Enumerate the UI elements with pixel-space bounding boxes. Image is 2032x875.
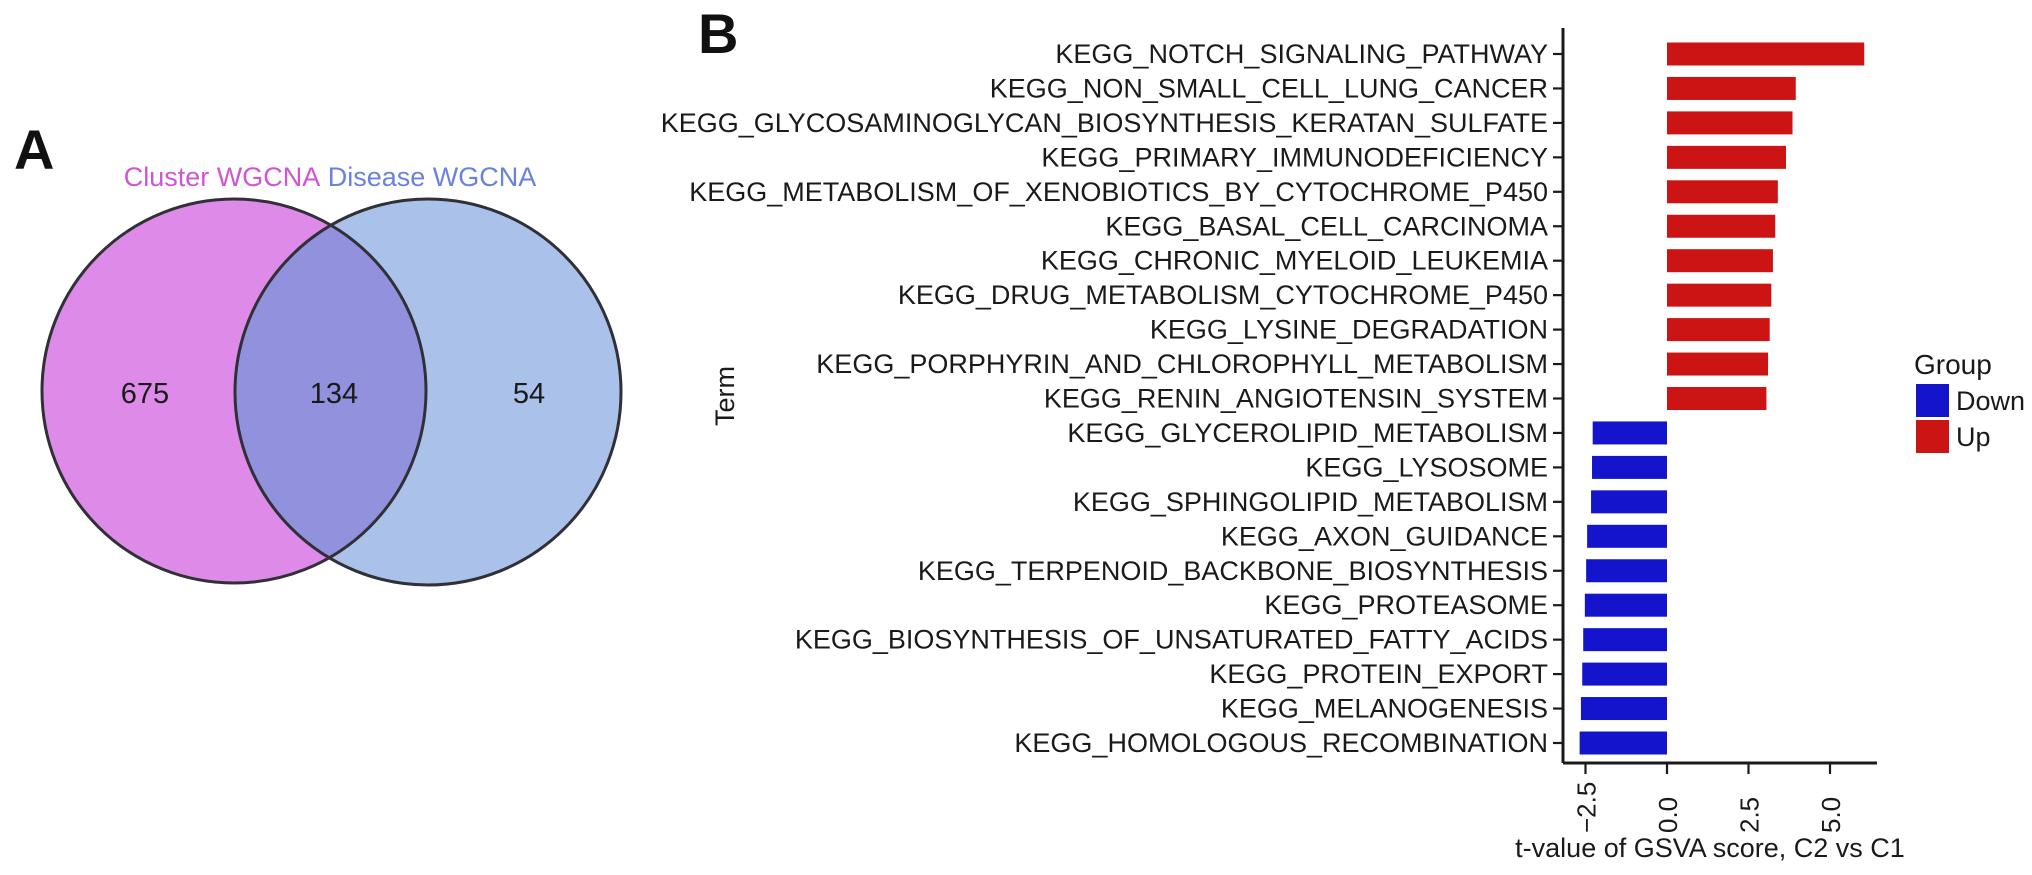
bar-kegg_melanogenesis — [1580, 697, 1667, 721]
panel-a-label: A — [14, 118, 55, 181]
bar-kegg_lysosome — [1592, 455, 1667, 479]
panel-b-label: B — [698, 2, 739, 65]
x-tick-label: 5.0 — [1816, 797, 1846, 833]
category-label: KEGG_NOTCH_SIGNALING_PATHWAY — [1055, 39, 1548, 69]
bar-kegg_drug_metabolism_cytochrome_p450 — [1667, 283, 1772, 307]
legend-title: Group — [1914, 349, 1992, 380]
bar-kegg_primary_immunodeficiency — [1667, 145, 1786, 169]
bar-kegg_chronic_myeloid_leukemia — [1667, 249, 1773, 273]
venn-left-outline — [40, 197, 428, 585]
bar-kegg_protein_export — [1582, 662, 1667, 686]
bar-kegg_axon_guidance — [1587, 524, 1667, 548]
category-label: KEGG_SPHINGOLIPID_METABOLISM — [1073, 487, 1548, 517]
bar-kegg_sphingolipid_metabolism — [1591, 490, 1667, 514]
category-label: KEGG_GLYCEROLIPID_METABOLISM — [1067, 418, 1548, 448]
bar-kegg_terpenoid_backbone_biosynthesis — [1586, 559, 1667, 583]
bar-kegg_metabolism_of_xenobiotics_by_cytochrome_p450 — [1667, 180, 1778, 204]
x-tick-label: −2.5 — [1572, 782, 1602, 833]
category-label: KEGG_PROTEIN_EXPORT — [1209, 659, 1548, 689]
venn-left-set-label: Cluster WGCNA — [124, 162, 321, 192]
category-label: KEGG_BASAL_CELL_CARCINOMA — [1105, 211, 1548, 241]
venn-right-set-label: Disease WGCNA — [328, 162, 537, 192]
category-label: KEGG_LYSOSOME — [1305, 452, 1548, 482]
legend-swatch-down — [1916, 384, 1949, 417]
category-label: KEGG_METABOLISM_OF_XENOBIOTICS_BY_CYTOCH… — [689, 177, 1548, 207]
bar-kegg_non_small_cell_lung_cancer — [1667, 76, 1796, 100]
venn-overlap-region — [234, 225, 427, 558]
category-label: KEGG_PROTEASOME — [1264, 590, 1548, 620]
category-label: KEGG_RENIN_ANGIOTENSIN_SYSTEM — [1044, 384, 1548, 414]
x-tick-label: 2.5 — [1735, 797, 1765, 833]
bar-kegg_homologous_recombination — [1579, 731, 1667, 755]
x-tick-label: 0.0 — [1653, 797, 1683, 833]
category-label: KEGG_BIOSYNTHESIS_OF_UNSATURATED_FATTY_A… — [795, 625, 1548, 655]
y-axis-title: Term — [710, 366, 740, 426]
venn-right-count: 54 — [513, 378, 545, 410]
category-label: KEGG_NON_SMALL_CELL_LUNG_CANCER — [990, 73, 1548, 103]
category-label: KEGG_DRUG_METABOLISM_CYTOCHROME_P450 — [898, 280, 1548, 310]
category-label: KEGG_GLYCOSAMINOGLYCAN_BIOSYNTHESIS_KERA… — [661, 108, 1548, 138]
category-label: KEGG_PORPHYRIN_AND_CHLOROPHYLL_METABOLIS… — [816, 349, 1548, 379]
bar-kegg_biosynthesis_of_unsaturated_fatty_acids — [1583, 628, 1667, 652]
legend-label-down: Down — [1956, 386, 2025, 416]
bar-kegg_porphyrin_and_chlorophyll_metabolism — [1667, 352, 1769, 376]
category-label: KEGG_TERPENOID_BACKBONE_BIOSYNTHESIS — [918, 556, 1548, 586]
bar-kegg_lysine_degradation — [1667, 318, 1770, 342]
bar-kegg_notch_signaling_pathway — [1667, 42, 1865, 66]
category-label: KEGG_MELANOGENESIS — [1221, 694, 1548, 724]
category-label: KEGG_LYSINE_DEGRADATION — [1150, 315, 1548, 345]
venn-diagram: Cluster WGCNA Disease WGCNA 675 134 54 — [40, 162, 623, 587]
category-label: KEGG_CHRONIC_MYELOID_LEUKEMIA — [1041, 246, 1548, 276]
category-label: KEGG_HOMOLOGOUS_RECOMBINATION — [1014, 728, 1548, 758]
venn-overlap-count: 134 — [310, 378, 358, 410]
x-axis-title: t-value of GSVA score, C2 vs C1 — [1515, 833, 1905, 863]
bar-kegg_glycosaminoglycan_biosynthesis_keratan_sulfate — [1667, 111, 1793, 135]
legend-label-up: Up — [1956, 422, 1991, 452]
bar-kegg_glycerolipid_metabolism — [1592, 421, 1667, 445]
category-label: KEGG_PRIMARY_IMMUNODEFICIENCY — [1041, 142, 1548, 172]
venn-right-outline — [233, 197, 623, 587]
bar-kegg_proteasome — [1584, 593, 1667, 617]
venn-left-count: 675 — [121, 378, 169, 410]
bar-kegg_renin_angiotensin_system — [1667, 387, 1767, 410]
legend-swatch-up — [1916, 420, 1949, 453]
category-label: KEGG_AXON_GUIDANCE — [1221, 521, 1548, 551]
bar-kegg_basal_cell_carcinoma — [1667, 214, 1776, 238]
